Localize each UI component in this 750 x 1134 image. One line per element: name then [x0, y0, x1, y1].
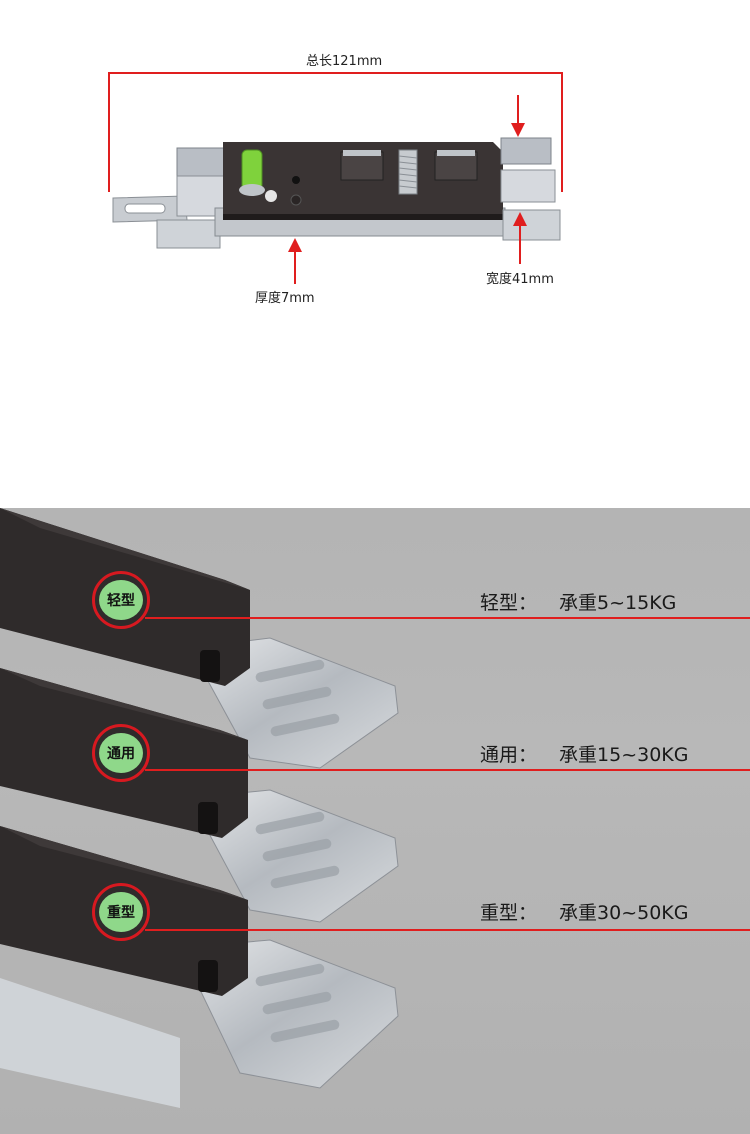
product-heavy-base-plate — [0, 978, 180, 1108]
green-pin-base — [239, 184, 265, 196]
model-heavy-text: 重型： 承重30~50KG — [480, 898, 688, 925]
product-general-metal-tab — [189, 789, 399, 923]
badge-general: 通用 — [92, 724, 150, 782]
clip-housing-left — [340, 151, 384, 181]
right-mid-bracket — [500, 169, 556, 203]
model-light-text: 轻型： 承重5~15KG — [480, 588, 676, 615]
model-heavy-name: 重型： — [480, 902, 538, 924]
clip-housing-right — [434, 151, 478, 181]
badge-heavy-label: 重型 — [99, 892, 143, 932]
model-general-load: 承重15~30KG — [559, 744, 689, 766]
body-hole-3 — [265, 190, 277, 202]
product-heavy-clip — [198, 960, 218, 992]
dimension-section: 总长121mm — [0, 0, 750, 508]
body-hole-1 — [292, 176, 300, 184]
connector-product-image — [112, 137, 561, 249]
model-light-name: 轻型： — [480, 592, 538, 614]
total-length-bracket-top — [108, 72, 563, 74]
model-comparison-section: 轻型 通用 重型 轻型： 承重5~15KG 通用： 承重15~30KG 重型： 承重3… — [0, 508, 750, 1134]
clip-cap-right — [437, 150, 475, 156]
left-bracket — [156, 219, 221, 249]
model-general-text: 通用： 承重15~30KG — [480, 740, 688, 767]
product-heavy-top — [0, 826, 248, 900]
product-light-clip — [200, 650, 220, 682]
product-general-top — [0, 668, 248, 740]
clip-cap-left — [343, 150, 381, 156]
model-general-name: 通用： — [480, 744, 538, 766]
body-hole-2 — [290, 194, 302, 206]
product-general-clip — [198, 802, 218, 834]
width-arrow-down — [511, 95, 525, 137]
model-heavy-load: 承重30~50KG — [559, 902, 689, 924]
thickness-label: 厚度7mm — [255, 291, 315, 306]
total-length-bracket-left — [108, 72, 110, 192]
left-upper-bracket — [176, 147, 231, 177]
thickness-arrow-up — [288, 238, 302, 284]
width-arrow-up — [513, 212, 527, 264]
product-light-top — [0, 508, 250, 590]
right-upper-bracket — [500, 137, 552, 165]
threaded-screw — [398, 149, 418, 195]
total-length-bracket-right — [561, 72, 563, 192]
total-length-label: 总长121mm — [306, 54, 383, 69]
badge-light: 轻型 — [92, 571, 150, 629]
body-highlight — [223, 214, 503, 220]
left-tab-slot — [124, 203, 166, 214]
badge-general-label: 通用 — [99, 733, 143, 773]
width-label: 宽度41mm — [486, 272, 554, 287]
model-light-load: 承重5~15KG — [559, 592, 677, 614]
badge-light-label: 轻型 — [99, 580, 143, 620]
badge-heavy: 重型 — [92, 883, 150, 941]
